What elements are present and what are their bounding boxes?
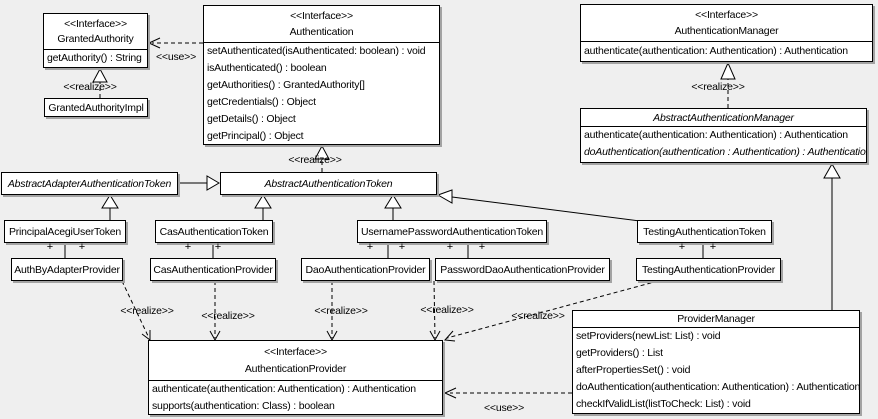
stereotype: <<Interface>> bbox=[290, 10, 353, 22]
method: getAuthority() : String bbox=[47, 52, 142, 64]
class-name: AbstractAuthenticationManager bbox=[653, 111, 794, 124]
method: authenticate(authentication: Authenticat… bbox=[584, 129, 848, 141]
class-name: PrincipalAcegiUserToken bbox=[8, 225, 122, 238]
use-label: <<use>> bbox=[483, 402, 525, 414]
realize-label: <<realize>> bbox=[691, 81, 745, 93]
class-name: PasswordDaoAuthenticationProvider bbox=[440, 263, 605, 276]
class-name: AuthByAdapterProvider bbox=[14, 263, 120, 276]
class-dao-authentication-provider[interactable]: DaoAuthenticationProvider bbox=[301, 258, 430, 281]
class-authentication-provider[interactable]: <<Interface>> AuthenticationProvider aut… bbox=[148, 340, 443, 415]
class-principal-acegi-user-token[interactable]: PrincipalAcegiUserToken bbox=[4, 220, 126, 243]
class-name: DaoAuthenticationProvider bbox=[305, 263, 426, 276]
class-abstract-authentication-token[interactable]: AbstractAuthenticationToken bbox=[220, 172, 437, 195]
class-header: <<Interface>> GrantedAuthority bbox=[44, 14, 147, 50]
class-password-dao-authentication-provider[interactable]: PasswordDaoAuthenticationProvider bbox=[435, 258, 610, 281]
class-name: TestingAuthenticationProvider bbox=[641, 263, 776, 276]
dashed-arrowheads bbox=[92, 37, 736, 399]
class-name: GrantedAuthority bbox=[57, 33, 134, 46]
method: supports(authentication: Class) : boolea… bbox=[152, 400, 335, 412]
association-plus: + bbox=[366, 241, 374, 253]
method: getProviders() : List bbox=[576, 347, 663, 359]
association-plus: + bbox=[214, 241, 222, 253]
class-abstract-adapter-authentication-token[interactable]: AbstractAdapterAuthenticationToken bbox=[1, 172, 178, 195]
class-name: CasAuthenticationToken bbox=[159, 225, 269, 238]
class-auth-by-adapter-provider[interactable]: AuthByAdapterProvider bbox=[11, 258, 123, 281]
stereotype: <<Interface>> bbox=[695, 9, 758, 21]
method: setAuthenticated(isAuthenticated: boolea… bbox=[207, 45, 426, 57]
method: getAuthorities() : GrantedAuthority[] bbox=[207, 79, 365, 91]
class-name: AuthenticationProvider bbox=[244, 363, 347, 375]
class-abstract-authentication-manager[interactable]: AbstractAuthenticationManager authentica… bbox=[580, 108, 867, 163]
method: afterPropertiesSet() : void bbox=[576, 364, 691, 376]
class-testing-authentication-provider[interactable]: TestingAuthenticationProvider bbox=[636, 258, 781, 281]
method: doAuthentication(authentication: Authent… bbox=[576, 381, 861, 393]
class-name: CasAuthenticationProvider bbox=[153, 263, 273, 276]
method-list: authenticate(authentication: Authenticat… bbox=[581, 127, 866, 161]
realize-label: <<realize>> bbox=[63, 81, 117, 93]
realize-label: <<realize>> bbox=[511, 310, 565, 322]
class-authentication-manager[interactable]: <<Interface>> AuthenticationManager auth… bbox=[580, 4, 873, 62]
class-header: AbstractAuthenticationManager bbox=[581, 109, 866, 127]
method: getDetails() : Object bbox=[207, 113, 296, 125]
class-name: ProviderManager bbox=[677, 313, 755, 325]
realize-label: <<realize>> bbox=[420, 304, 474, 316]
class-granted-authority[interactable]: <<Interface>> GrantedAuthority getAuthor… bbox=[43, 13, 148, 68]
class-username-password-authentication-token[interactable]: UsernamePasswordAuthenticationToken bbox=[357, 220, 547, 243]
association-edges bbox=[64, 243, 704, 258]
class-header: <<Interface>> AuthenticationManager bbox=[581, 5, 872, 42]
association-plus: + bbox=[678, 241, 686, 253]
realize-label: <<realize>> bbox=[288, 154, 342, 166]
method-list: getAuthority() : String bbox=[44, 50, 147, 67]
realize-label: <<realize>> bbox=[314, 305, 368, 317]
class-authentication[interactable]: <<Interface>> Authentication setAuthenti… bbox=[203, 5, 440, 145]
method: setProviders(newList: List) : void bbox=[576, 330, 721, 342]
class-granted-authority-impl[interactable]: GrantedAuthorityImpl bbox=[44, 98, 148, 117]
class-testing-authentication-token[interactable]: TestingAuthenticationToken bbox=[637, 220, 772, 243]
method-list: setAuthenticated(isAuthenticated: boolea… bbox=[204, 43, 439, 145]
class-header: ProviderManager bbox=[573, 311, 859, 328]
association-plus: + bbox=[46, 241, 54, 253]
association-plus: + bbox=[78, 241, 86, 253]
class-header: <<Interface>> Authentication bbox=[204, 6, 439, 43]
class-name: AbstractAdapterAuthenticationToken bbox=[7, 177, 172, 190]
class-cas-authentication-token[interactable]: CasAuthenticationToken bbox=[155, 220, 273, 243]
realize-label: <<realize>> bbox=[120, 305, 174, 317]
association-plus: + bbox=[709, 241, 717, 253]
dashed-edges bbox=[99, 42, 729, 394]
method: authenticate(authentication: Authenticat… bbox=[584, 45, 848, 57]
association-plus: + bbox=[478, 241, 486, 253]
class-provider-manager[interactable]: ProviderManager setProviders(newList: Li… bbox=[572, 310, 860, 414]
class-name: TestingAuthenticationToken bbox=[643, 225, 766, 238]
association-plus: + bbox=[446, 241, 454, 253]
class-name: UsernamePasswordAuthenticationToken bbox=[360, 225, 544, 238]
use-label: <<use>> bbox=[155, 51, 197, 63]
method: doAuthentication(authentication : Authen… bbox=[584, 146, 867, 158]
class-header: <<Interface>> AuthenticationProvider bbox=[149, 341, 442, 381]
method-list: authenticate(authentication: Authenticat… bbox=[149, 381, 442, 415]
class-name: GrantedAuthorityImpl bbox=[48, 101, 144, 114]
method: getCredentials() : Object bbox=[207, 96, 316, 108]
method-list: authenticate(authentication: Authenticat… bbox=[581, 42, 872, 61]
class-cas-authentication-provider[interactable]: CasAuthenticationProvider bbox=[150, 258, 276, 281]
method: checkIfValidList(listToCheck: List) : vo… bbox=[576, 398, 751, 410]
method-list: setProviders(newList: List) : void getPr… bbox=[573, 328, 861, 413]
method: authenticate(authentication: Authenticat… bbox=[152, 383, 416, 395]
generalization-edges bbox=[101, 162, 841, 310]
method: isAuthenticated() : boolean bbox=[207, 62, 327, 74]
stereotype: <<Interface>> bbox=[264, 346, 327, 358]
class-name: Authentication bbox=[289, 26, 354, 38]
association-plus: + bbox=[184, 241, 192, 253]
realize-label: <<realize>> bbox=[201, 310, 255, 322]
class-name: AuthenticationManager bbox=[674, 25, 779, 37]
association-plus: + bbox=[398, 241, 406, 253]
stereotype: <<Interface>> bbox=[64, 17, 127, 30]
method: getPrincipal() : Object bbox=[207, 130, 304, 142]
class-name: AbstractAuthenticationToken bbox=[264, 177, 393, 190]
